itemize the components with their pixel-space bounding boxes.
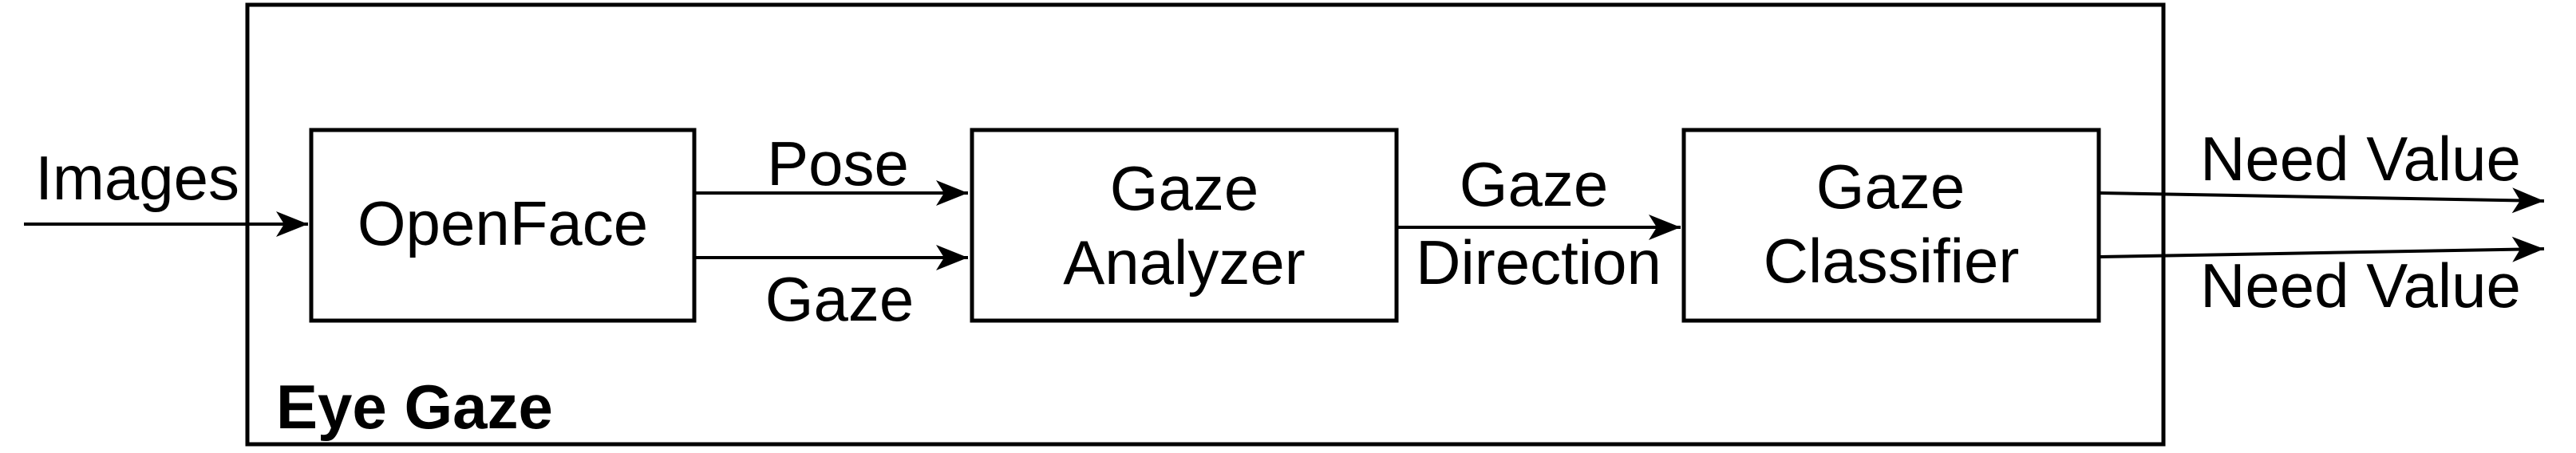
gaze-label: Gaze xyxy=(765,264,914,334)
gaze-analyzer-box xyxy=(970,128,1399,323)
openface-label: OpenFace xyxy=(358,188,648,258)
eye-gaze-title: Eye Gaze xyxy=(276,372,553,442)
gaze-classifier-label-line1: Gaze xyxy=(1816,152,1965,222)
need-value-top-arrow xyxy=(2100,187,2545,214)
gaze-analyzer-label-line1: Gaze xyxy=(1110,153,1258,223)
openface-box xyxy=(309,128,697,323)
gaze-analyzer-label-line2: Analyzer xyxy=(1063,227,1305,297)
need-value-top-label: Need Value xyxy=(2200,124,2521,194)
gaze-classifier-label-line2: Classifier xyxy=(1764,226,2020,296)
need-value-bottom-arrow xyxy=(2100,236,2545,262)
need-value-bottom-label: Need Value xyxy=(2200,250,2521,321)
gaze-direction-label-line2: Direction xyxy=(1416,227,1661,297)
pose-label: Pose xyxy=(767,128,909,199)
images-label: Images xyxy=(35,143,239,213)
gaze-classifier-box xyxy=(1681,128,2101,323)
gaze-direction-label-line1: Gaze xyxy=(1460,149,1608,219)
